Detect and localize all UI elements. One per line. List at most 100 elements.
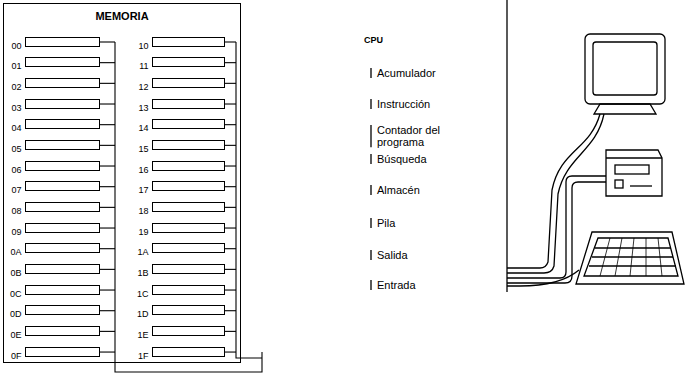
memory-cell: 04 — [25, 119, 100, 129]
memory-cell: 1C — [152, 285, 225, 295]
memory-address: 19 — [138, 227, 148, 237]
bus-wire — [225, 145, 236, 146]
bus-wire — [100, 269, 115, 270]
memory-cell: 10 — [152, 37, 225, 47]
memory-cell: 0D — [25, 305, 100, 315]
address-holder: 01 — [11, 55, 21, 73]
bus-wire — [115, 42, 262, 372]
address-holder: 0C — [10, 283, 22, 301]
memory-cell: 17 — [152, 181, 225, 191]
register-name: Salida — [377, 249, 408, 261]
memory-cell: 0B — [25, 264, 100, 274]
memory-address: 05 — [11, 144, 21, 154]
address-holder: 19 — [138, 221, 148, 239]
memory-cell: 0A — [25, 243, 100, 253]
memory-address: 09 — [11, 227, 21, 237]
register-name: Acumulador — [377, 67, 436, 79]
bus-wire — [225, 62, 236, 63]
disk-cable — [507, 176, 606, 278]
memory-address: 02 — [11, 82, 21, 92]
memory-cell: 00 — [25, 37, 100, 47]
memory-address: 00 — [11, 41, 21, 51]
memory-address: 1D — [137, 309, 149, 319]
memory-address: 1B — [137, 268, 148, 278]
bus-wire — [100, 103, 115, 104]
memory-cell: 09 — [25, 223, 100, 233]
address-holder: 16 — [138, 159, 148, 177]
address-holder: 1C — [137, 283, 149, 301]
address-holder: 1E — [137, 324, 148, 342]
memory-cell: 16 — [152, 161, 225, 171]
memory-cell: 03 — [25, 99, 100, 109]
bus-wire — [100, 289, 115, 290]
memory-cell: 07 — [25, 181, 100, 191]
memory-cell: 18 — [152, 202, 225, 212]
address-holder: 18 — [138, 200, 148, 218]
bus-wire — [225, 351, 236, 352]
address-holder: 00 — [11, 35, 21, 53]
register-name: Pila — [377, 217, 395, 229]
disk-drive-edge — [606, 157, 662, 158]
bus-wire — [100, 41, 115, 42]
address-holder: 14 — [138, 117, 148, 135]
label-holder: Contador del programa — [377, 124, 457, 148]
bus-wire — [225, 103, 236, 104]
register-name: Búsqueda — [377, 153, 427, 165]
register-name: Entrada — [377, 279, 416, 291]
memory-address: 01 — [11, 61, 21, 71]
bus-wire — [100, 62, 115, 63]
memory-cell: 13 — [152, 99, 225, 109]
bus-wire — [225, 310, 236, 311]
key-row — [589, 265, 676, 266]
memory-address: 0B — [10, 268, 21, 278]
bus-wire — [236, 42, 262, 358]
monitor-cable — [507, 114, 604, 273]
address-holder: 04 — [11, 117, 21, 135]
bus-wire — [225, 207, 236, 208]
bus-wire — [100, 310, 115, 311]
memory-cell: 01 — [25, 57, 100, 67]
address-holder: 1F — [138, 345, 149, 363]
memory-address: 15 — [138, 144, 148, 154]
address-holder: 0B — [10, 262, 21, 280]
monitor-screen — [593, 42, 657, 95]
address-holder: 09 — [11, 221, 21, 239]
disk-slot — [615, 165, 649, 174]
address-holder: 07 — [11, 179, 21, 197]
bus-wire — [225, 41, 236, 42]
memory-cell: 0C — [25, 285, 100, 295]
memory-address: 06 — [11, 165, 21, 175]
bus-wire — [100, 186, 115, 187]
register-bar — [370, 154, 371, 164]
register-bar — [370, 125, 371, 147]
keyboard-cable — [507, 270, 579, 286]
label-holder: Almacén — [377, 184, 420, 196]
register-name: Almacén — [377, 184, 420, 196]
memory-address: 04 — [11, 123, 21, 133]
key-column — [615, 238, 622, 276]
key-column — [600, 238, 610, 276]
key-column — [658, 238, 662, 276]
address-holder: 13 — [138, 97, 148, 115]
register-name: Contador del programa — [377, 124, 457, 148]
bus-wire — [225, 289, 236, 290]
disk-slot-line — [630, 185, 652, 186]
address-holder: 10 — [138, 35, 148, 53]
memory-address: 0D — [10, 309, 22, 319]
register-name: Instrucción — [377, 98, 430, 110]
memory-address: 11 — [139, 61, 148, 71]
keyboard — [576, 232, 684, 284]
memory-cell: 1B — [152, 264, 225, 274]
monitor-cable — [507, 114, 600, 268]
memory-cell: 19 — [152, 223, 225, 233]
disk-cable — [507, 182, 606, 283]
memory-cell: 08 — [25, 202, 100, 212]
label-holder: Acumulador — [377, 67, 436, 79]
address-holder: 1A — [137, 241, 148, 259]
bus-wire — [100, 165, 115, 166]
bus-wire — [225, 248, 236, 249]
cpu-divider — [506, 0, 507, 292]
memory-cell: 06 — [25, 161, 100, 171]
bus-wire — [100, 248, 115, 249]
